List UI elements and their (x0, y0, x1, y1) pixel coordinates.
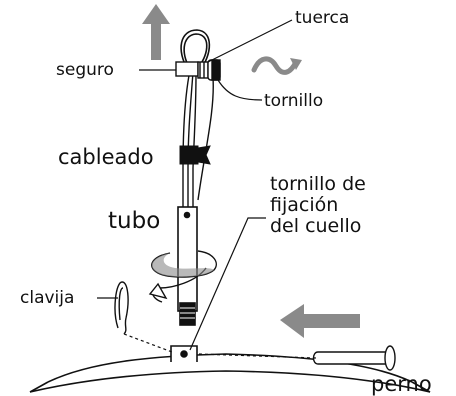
clevis-pin (114, 281, 129, 335)
arrow-up-icon (142, 4, 170, 60)
canopy-base (29, 353, 431, 393)
arrow-left-icon (280, 304, 360, 338)
hanger-bolt (175, 59, 221, 81)
label-cableado: cableado (58, 145, 154, 169)
rotate-arrow-fill (151, 253, 214, 278)
label-seguro: seguro (56, 60, 114, 80)
mounting-bracket (170, 345, 198, 362)
label-tornillo: tornillo (264, 91, 324, 111)
label-perno: perno (371, 372, 432, 396)
label-clavija: clavija (20, 288, 75, 308)
bolt-perno (312, 345, 396, 371)
wave-arrow-icon (251, 56, 299, 75)
hanger-loop (180, 29, 211, 73)
label-tornillo-fijacion: tornillo de fijación del cuello (270, 173, 366, 237)
label-tuerca: tuerca (295, 8, 350, 28)
label-tubo: tubo (108, 208, 161, 234)
leader-lines (97, 19, 293, 351)
wiring (182, 69, 214, 207)
perno-dashed-line (198, 353, 317, 359)
downrod-tube (177, 206, 198, 326)
clavija-dashed-line (123, 333, 173, 353)
wave-arrow-head (290, 58, 302, 70)
wire-connector (179, 145, 211, 165)
